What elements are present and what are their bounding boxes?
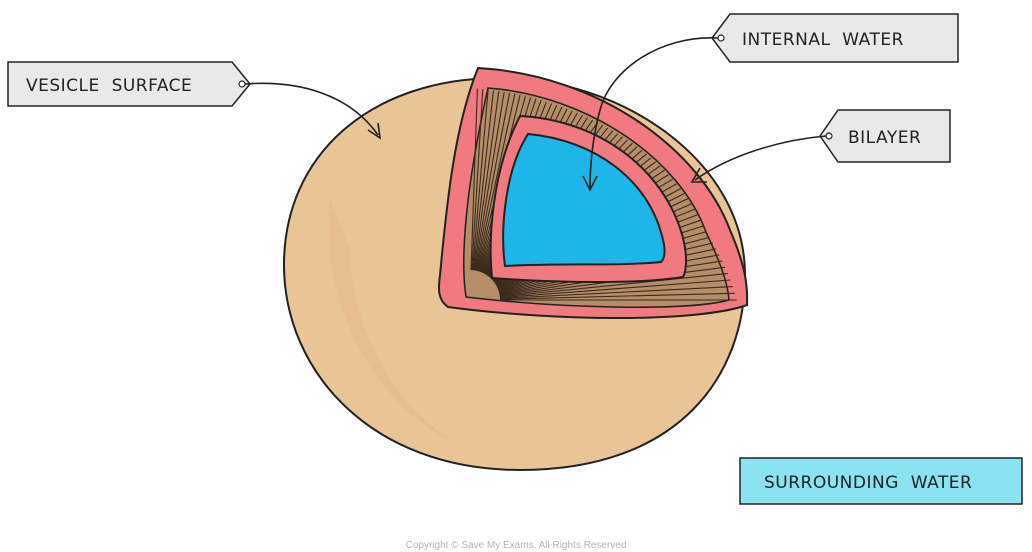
copyright-text: Copyright © Save My Exams. All Rights Re… [406, 540, 627, 551]
bilayer-label: BILAYER [848, 128, 921, 148]
internal-water-label: INTERNAL WATER [742, 30, 904, 50]
surrounding-water-label: SURROUNDING WATER [764, 473, 972, 493]
tag-hole-icon [826, 133, 832, 139]
bilayer-tag: BILAYER [820, 110, 950, 162]
surrounding-water-box: SURROUNDING WATER [740, 458, 1022, 504]
vesicle-surface-tag: VESICLE SURFACE [8, 62, 250, 106]
tag-hole-icon [239, 81, 245, 87]
internal-water-tag: INTERNAL WATER [712, 14, 958, 62]
vesicle-surface-label: VESICLE SURFACE [26, 76, 192, 96]
bilayer-arrow [695, 136, 826, 180]
tag-hole-icon [718, 35, 724, 41]
